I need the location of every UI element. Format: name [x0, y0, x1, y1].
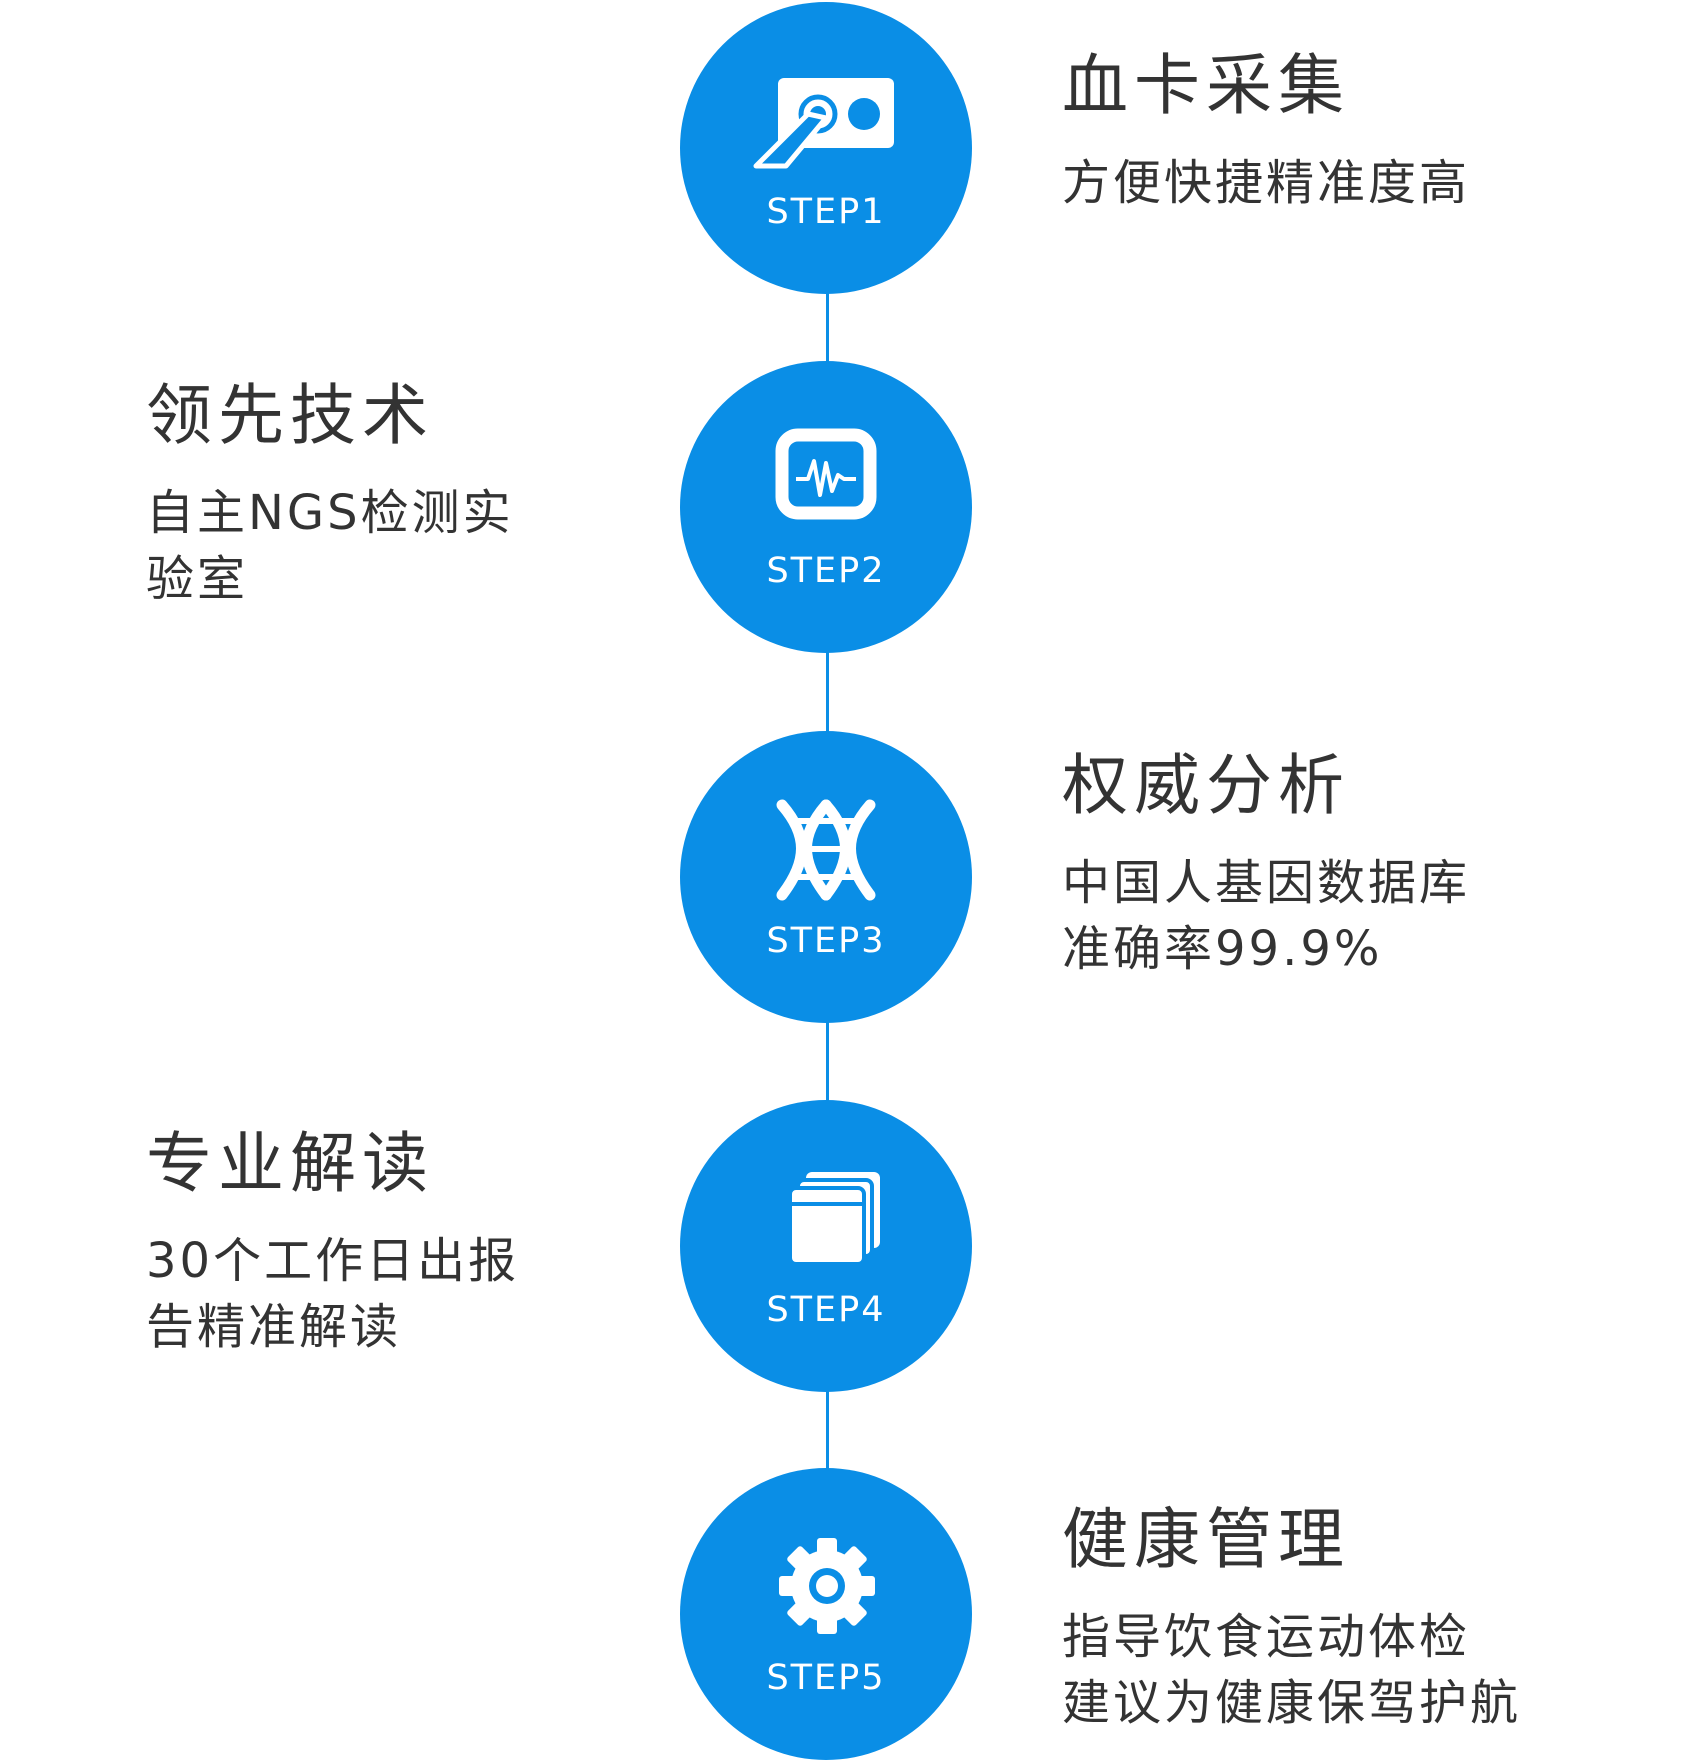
step-3-text: 权威分析 中国人基因数据库 准确率99.9%: [1062, 746, 1622, 982]
step-title: 健康管理: [1062, 1501, 1350, 1578]
step-label: STEP2: [766, 551, 886, 591]
step-label: STEP5: [766, 1658, 886, 1698]
step-description-line: 中国人基因数据库: [1062, 855, 1471, 911]
step-description: 方便快捷精准度高: [1062, 150, 1622, 216]
step-5-circle: STEP5: [680, 1468, 972, 1760]
step-description: 指导饮食运动体检 建议为健康保驾护航: [1062, 1604, 1622, 1736]
step-title: 专业解读: [146, 1125, 434, 1202]
step-title: 权威分析: [1062, 747, 1350, 824]
step-description: 30个工作日出报 告精准解读: [146, 1228, 626, 1360]
step-3-circle: STEP3: [680, 731, 972, 1023]
step-title: 领先技术: [146, 377, 434, 454]
step-title: 血卡采集: [1062, 47, 1350, 124]
step-4-circle: STEP4: [680, 1100, 972, 1392]
step-description-line: 指导饮食运动体检: [1062, 1609, 1471, 1665]
waveform-monitor-icon: [775, 428, 877, 520]
step-2-circle: STEP2: [680, 361, 972, 653]
dna-helix-icon: [776, 799, 876, 901]
step-5-text: 健康管理 指导饮食运动体检 建议为健康保驾护航: [1062, 1500, 1622, 1736]
step-4-text: 专业解读 30个工作日出报 告精准解读: [146, 1124, 626, 1360]
step-description-line: 建议为健康保驾护航: [1062, 1675, 1522, 1731]
step-description-line: 方便快捷精准度高: [1062, 155, 1471, 211]
step-description-line: 准确率99.9%: [1062, 921, 1383, 977]
step-1-text: 血卡采集 方便快捷精准度高: [1062, 46, 1622, 216]
step-description-line: 30个工作日出报: [146, 1233, 520, 1289]
step-label: STEP3: [766, 921, 886, 961]
step-description-line: 告精准解读: [146, 1299, 402, 1355]
report-pages-icon: [788, 1172, 880, 1266]
step-label: STEP1: [766, 192, 886, 232]
step-2-text: 领先技术 自主NGS检测实 验室: [146, 376, 626, 612]
blood-card-finger-icon: [753, 78, 894, 169]
step-1-circle: STEP1: [680, 2, 972, 294]
step-description-line: 自主NGS检测实: [146, 485, 514, 541]
step-description: 中国人基因数据库 准确率99.9%: [1062, 850, 1622, 982]
gear-icon: [779, 1538, 875, 1634]
step-description: 自主NGS检测实 验室: [146, 480, 626, 612]
step-label: STEP4: [766, 1290, 886, 1330]
step-description-line: 验室: [146, 551, 249, 607]
